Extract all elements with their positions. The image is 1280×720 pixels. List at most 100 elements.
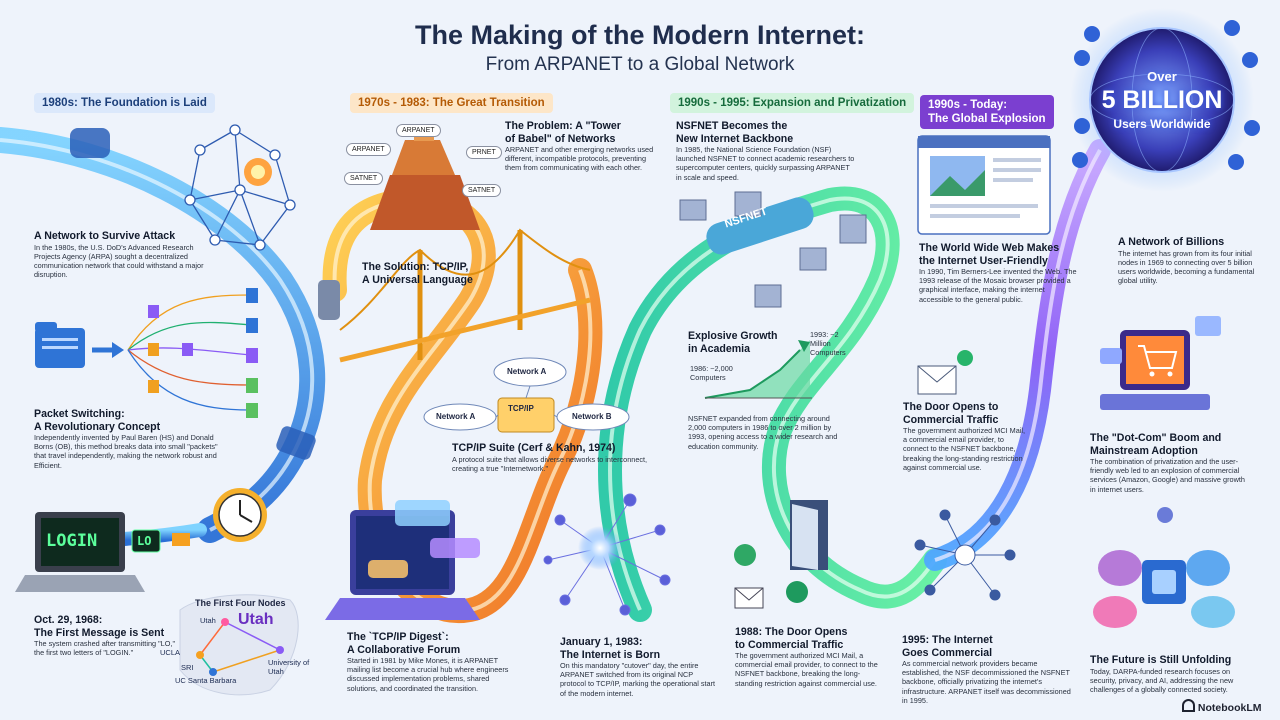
first-msg-body: The system crashed after transmitting "L… [34,639,176,658]
dollar-icon [786,581,808,603]
node-sri: SRI [181,663,194,672]
billions-body: The internet has grown from its four ini… [1118,248,1255,286]
era-tag-1990s: 1990s - 1995: Expansion and Privatizatio… [670,93,915,113]
chip-prnet: PRNET [466,146,502,159]
block-internet-born: January 1, 1983: The Internet is Born On… [560,636,720,698]
door2-body: The government authorized MCI Mail, a co… [903,426,1026,472]
mail-envelope-icon [917,365,957,395]
badge-value: 5 BILLION [1101,86,1223,114]
laptop-icon [15,512,145,592]
shopping-cart-icon [1100,316,1221,410]
era-tag-today: 1990s - Today: The Global Explosion [920,95,1054,129]
problem-title-2: of Babel" of Networks [505,132,616,145]
block-survive: A Network to Survive Attack In the 1980s… [34,230,209,279]
first-msg-title-1: Oct. 29, 1968: [34,614,103,626]
block-future: The Future is Still Unfolding Today, DAR… [1090,654,1250,694]
page-subtitle: From ARPANET to a Global Network [485,54,795,75]
network-graph-icon [184,124,296,251]
growth-chart-icon [704,340,812,399]
future-title: The Future is Still Unfolding [1090,654,1232,666]
network-a-top: Network A [507,367,547,376]
block-first-message: Oct. 29, 1968: The First Message is Sent… [34,614,184,657]
era-tag-1970s: 1970s - 1983: The Great Transition [350,93,553,113]
billions-title: A Network of Billions [1118,236,1225,248]
node-ucsb: UC Santa Barbara [175,676,237,685]
tcpip-box-label: TCP/IP [508,404,534,413]
block-nsfnet: NSFNET Becomes the New Internet Backbone… [676,120,856,182]
user-avatar-icons [1072,20,1260,170]
era-tag-today-line1: 1990s - Today: [928,99,1008,111]
utah-big-label: Utah [238,611,274,628]
commercial-title-2: Goes Commercial [902,646,993,659]
chip-arpanet-2: ARPANET [346,143,391,156]
growth-title-2: in Academia [688,342,751,355]
block-www: The World Wide Web Makes the Internet Us… [919,242,1079,304]
block-growth-title: Explosive Growth in Academia [688,330,798,355]
badge-users: Users Worldwide [1113,117,1211,131]
packet-title-1: Packet Switching: [34,408,125,420]
born-body: On this mandatory "cutover" day, the ent… [560,661,716,698]
packet-body: Independently invented by Paul Baren (HS… [34,433,218,470]
block-internet-commercial: 1995: The Internet Goes Commercial As co… [902,634,1074,705]
block-solution: The Solution: TCP/IP, A Universal Langua… [362,261,502,286]
solution-title-2: A Universal Language [362,273,473,286]
email-icon [734,587,764,609]
folder-icon [35,322,85,368]
brains-icon [1093,507,1235,628]
www-body: In 1990, Tim Berners-Lee invented the We… [919,267,1077,304]
badge-over: Over [1147,69,1177,84]
chip-satnet-1: SATNET [344,172,384,185]
block-packet: Packet Switching: A Revolutionary Concep… [34,408,224,470]
brand-label: NotebookLM [1182,699,1262,714]
network-b: Network B [572,412,612,421]
brand-text: NotebookLM [1197,702,1262,714]
born-title-2: The Internet is Born [560,648,661,661]
suite-title: TCP/IP Suite (Cerf & Kahn, 1974) [452,442,616,454]
tower-icon [370,125,480,230]
packets-icon [127,288,258,418]
block-problem: The Problem: A "Tower of Babel" of Netwo… [505,120,660,173]
growth-1993-label: 1993: ~2 Million Computers [810,330,846,358]
door1-title-2: to Commercial Traffic [735,638,844,651]
node-university-of-utah: University of Utah [268,658,310,676]
growth-body: NSFNET expanded from connecting around 2… [688,414,838,451]
growth-title-1: Explosive Growth [688,330,778,342]
packet-title-2: A Revolutionary Concept [34,420,161,433]
block-tcpip-suite: TCP/IP Suite (Cerf & Kahn, 1974) A proto… [452,442,652,473]
explosion-icon [244,158,272,186]
problem-title-1: The Problem: A "Tower [505,120,621,132]
digest-body: Started in 1981 by Mike Mones, it is ARP… [347,656,509,693]
door2-title-2: Commercial Traffic [903,413,999,426]
digest-laptop-icon [325,500,480,620]
born-title-1: January 1, 1983: [560,636,643,648]
chip-arpanet-1: ARPANET [396,124,441,137]
block-billions: A Network of Billions The internet has g… [1118,236,1258,285]
future-body: Today, DARPA-funded research focuses on … [1090,666,1234,694]
bridge-icon [339,228,591,363]
block-digest: The `TCP/IP Digest`: A Collaborative For… [347,631,512,693]
door2-title-1: The Door Opens to [903,401,999,413]
commercial-title-1: 1995: The Internet [902,634,993,646]
first-msg-title-2: The First Message is Sent [34,626,165,639]
era-tag-today-line2: The Global Explosion [928,113,1046,125]
block-dotcom: The "Dot-Com" Boom and Mainstream Adopti… [1090,432,1250,494]
nsfnet-title-2: New Internet Backbone [676,132,794,145]
door1-title-1: 1988: The Door Opens [735,626,848,638]
block-door-1988: 1988: The Door Opens to Commercial Traff… [735,626,885,688]
network-a-left: Network A [436,412,476,421]
clock-icon [213,488,267,542]
problem-body: ARPANET and other emerging networks used… [505,145,654,173]
browser-window-icon [917,135,1051,235]
nsfnet-title-1: NSFNET Becomes the [676,120,788,132]
node-utah: Utah [200,616,216,625]
us-map-icon [179,594,299,696]
era-tag-1980s: 1980s: The Foundation is Laid [34,93,215,113]
lo-text: LO [137,534,152,548]
www-title-2: the Internet User-Friendly [919,254,1048,267]
tcpip-diagram [423,357,630,433]
growth-1986-label: 1986: ~2,000 Computers [690,364,733,383]
door1-body: The government authorized MCI Mail, a co… [735,651,878,688]
node-ucla: UCLA [160,648,181,657]
